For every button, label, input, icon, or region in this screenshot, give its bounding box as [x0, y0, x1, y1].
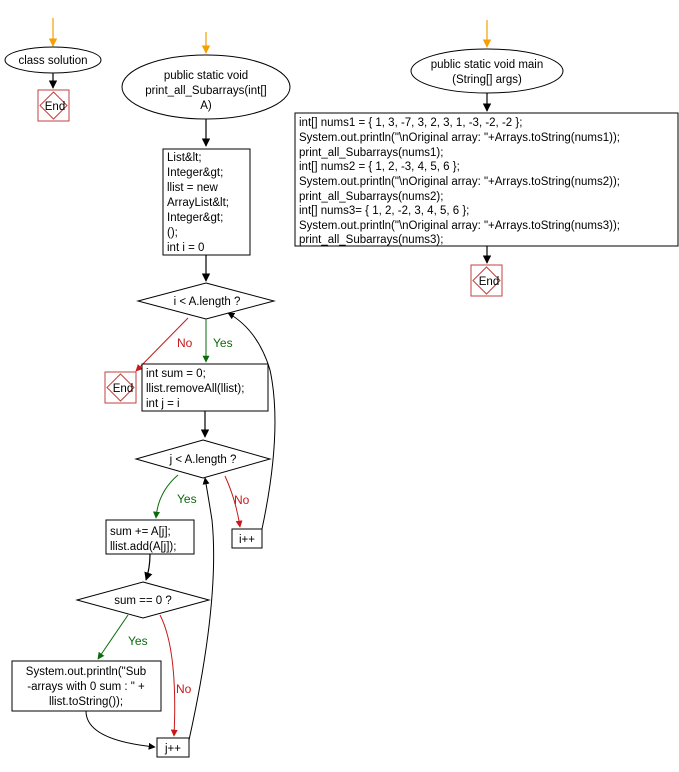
sum-yes-arrow — [97, 614, 129, 660]
inner-body-line-1: sum += A[j]; — [110, 526, 171, 538]
increment-j-label: j++ — [164, 743, 181, 755]
main-end-node: End — [470, 264, 503, 297]
main-header-line-2: (String[] args) — [452, 74, 522, 86]
main-body-line-5: System.out.println("\nOriginal array: "+… — [299, 176, 620, 188]
print-header-line-1: public static void — [164, 70, 248, 82]
outer-body-line-3: int j = i — [146, 398, 180, 410]
increment-j-box — [156, 737, 190, 758]
main-body-line-4: int[] nums2 = { 1, 2, -3, 4, 5, 6 }; — [299, 161, 460, 173]
main-body-line-1: int[] nums1 = { 1, 3, -7, 3, 2, 3, 1, -3… — [299, 117, 522, 129]
main-body-line-3: print_all_Subarrays(nums1); — [299, 147, 443, 159]
class-solution-label: class solution — [18, 55, 87, 67]
sum-no-label: No — [176, 682, 192, 696]
init-line-7: int i = 0 — [167, 242, 204, 254]
main-body-line-8: System.out.println("\nOriginal array: "+… — [299, 220, 620, 232]
sum-condition-diamond — [75, 581, 211, 619]
main-header-node — [410, 48, 564, 94]
inner-condition-label: j < A.length ? — [169, 454, 237, 466]
print-header-line-2: print_all_Subarrays(int[] — [145, 85, 266, 97]
init-line-3: llist = new — [167, 182, 219, 194]
outer-no-label: No — [177, 336, 193, 350]
outer-no-arrow — [135, 317, 189, 372]
print-header-line-3: A) — [200, 100, 212, 112]
main-header-line-1: public static void main — [431, 59, 544, 71]
print-statement-box — [11, 660, 162, 712]
class-end-node: End — [37, 89, 70, 122]
class-end-label: End — [45, 101, 65, 113]
sum-condition-label: sum == 0 ? — [114, 595, 172, 607]
main-body-line-9: print_all_Subarrays(nums3); — [299, 234, 443, 246]
main-body-line-6: print_all_Subarrays(nums2); — [299, 191, 443, 203]
init-line-1: List&lt; — [167, 152, 202, 164]
print-to-jpp-arrow — [85, 710, 156, 750]
sum-yes-label: Yes — [128, 634, 148, 648]
increment-i-box — [231, 528, 263, 549]
i-loop-back-arrow — [227, 312, 276, 530]
init-line-2: Integer&gt; — [167, 167, 223, 179]
inner-no-label: No — [234, 493, 250, 507]
init-line-6: (); — [167, 227, 178, 239]
outer-body-line-1: int sum = 0; — [146, 368, 206, 380]
j-loop-back-arrow — [188, 477, 215, 741]
outer-condition-label: i < A.length ? — [174, 296, 241, 308]
print-statement-line-3: llist.toString()); — [49, 696, 123, 708]
main-body-box — [294, 112, 679, 247]
inner-no-arrow — [224, 475, 243, 528]
outer-yes-label: Yes — [213, 336, 233, 350]
main-end-label: End — [479, 276, 499, 288]
inner-yes-label: Yes — [177, 492, 197, 506]
init-line-5: Integer&gt; — [167, 212, 223, 224]
sum-no-arrow — [159, 614, 178, 737]
print-end-label: End — [113, 383, 133, 395]
init-line-4: ArrayList&lt; — [167, 197, 229, 209]
inner-body-to-sum-arrow — [144, 553, 153, 581]
outer-body-line-2: llist.removeAll(llist); — [146, 383, 244, 395]
main-body-line-7: int[] nums3= { 1, 2, -2, 3, 4, 5, 6 }; — [299, 205, 469, 217]
inner-body-line-2: llist.add(A[j]); — [110, 541, 176, 553]
print-statement-line-2: -arrays with 0 sum : " + — [27, 681, 145, 693]
main-body-line-2: System.out.println("\nOriginal array: "+… — [299, 132, 620, 144]
increment-i-label: i++ — [239, 534, 255, 546]
outer-body-box — [141, 363, 269, 412]
print-end-node: End — [104, 371, 137, 404]
inner-yes-arrow — [152, 474, 179, 519]
init-box — [162, 148, 251, 256]
print-statement-line-1: System.out.println("Sub — [26, 666, 146, 678]
